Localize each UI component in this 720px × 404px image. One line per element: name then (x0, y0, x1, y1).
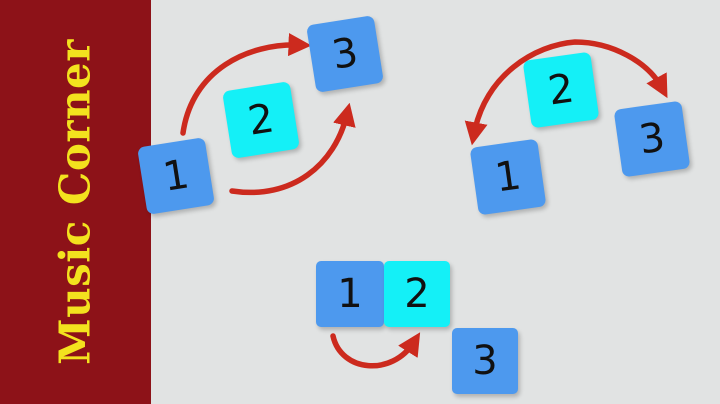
tile-1: 1 (316, 261, 384, 327)
arrow-swap-1-3 (464, 39, 668, 146)
arrow-1-to-2 (330, 332, 421, 369)
sidebar-banner: Music Corner (0, 0, 151, 404)
arrow-1-to-3 (180, 33, 312, 136)
tile-1: 1 (137, 137, 215, 215)
tile-2: 2 (522, 51, 600, 129)
tile-1: 1 (469, 138, 547, 216)
tile-3: 3 (306, 15, 384, 93)
tile-3: 3 (452, 328, 518, 394)
arrow-1-to-2-position (229, 102, 356, 196)
tile-3: 3 (613, 100, 691, 178)
tile-2: 2 (384, 261, 450, 327)
tile-2: 2 (222, 81, 300, 159)
